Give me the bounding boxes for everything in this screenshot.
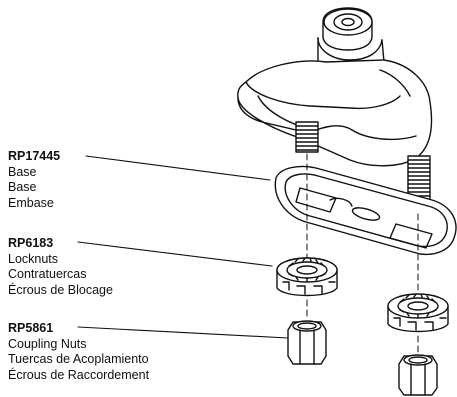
part-number: RP17445	[8, 149, 61, 163]
part-name-en: Base	[8, 164, 37, 179]
part-name-fr: Embase	[8, 195, 54, 210]
part-name-en: Locknuts	[8, 251, 59, 266]
part-name-fr: Écrous de Raccordement	[8, 367, 150, 382]
base-plate	[274, 165, 457, 256]
part-number: RP6183	[8, 236, 54, 250]
part-name-fr: Écrous de Blocage	[8, 282, 113, 297]
left-shank	[295, 121, 319, 153]
coupling-nut-left	[287, 320, 327, 365]
part-number: RP5861	[8, 321, 54, 335]
part-name-en: Coupling Nuts	[8, 336, 87, 351]
part-name-es: Contratuercas	[8, 267, 87, 281]
alignment-lines	[306, 153, 419, 353]
part-name-es: Tuercas de Acoplamiento	[8, 352, 149, 366]
coupling-nut-right	[398, 354, 438, 396]
leader-lines	[77, 155, 289, 339]
callout-coupling-nuts: RP5861 Coupling Nuts Tuercas de Acoplami…	[8, 321, 149, 383]
callout-locknuts: RP6183 Locknuts Contratuercas Écrous de …	[8, 236, 113, 298]
locknut-right	[387, 293, 449, 333]
part-name-es: Base	[8, 180, 37, 194]
callout-base: RP17445 Base Base Embase	[8, 149, 60, 211]
faucet-body	[237, 7, 433, 167]
locknut-left	[276, 257, 338, 297]
